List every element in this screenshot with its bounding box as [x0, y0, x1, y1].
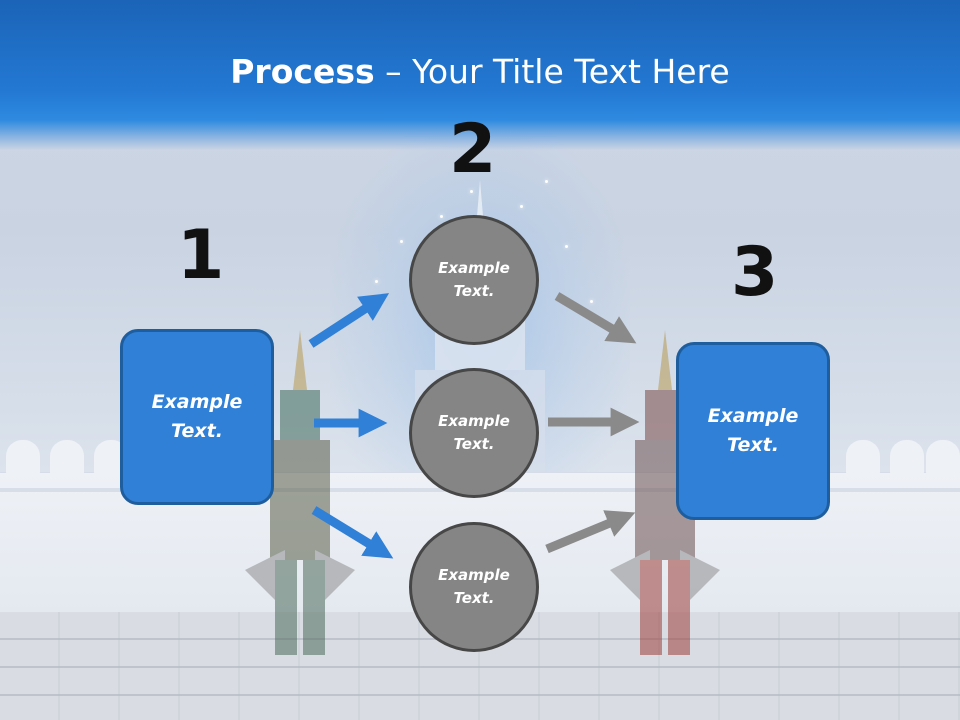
wall-battlement [890, 440, 924, 474]
guardian-statue-left [245, 330, 355, 655]
sparkle [375, 280, 378, 283]
wall-battlement [846, 440, 880, 474]
sparkle [520, 205, 523, 208]
circle-3-label: Example Text. [438, 566, 510, 607]
circle-1-label: Example Text. [438, 259, 510, 300]
right-box-label: Example Text. [707, 405, 799, 456]
left-box-label: Example Text. [151, 391, 243, 442]
wall-battlement [50, 440, 84, 474]
sparkle [590, 300, 593, 303]
title-bar [0, 0, 960, 150]
step-number-1: 1 [177, 216, 225, 295]
sparkle [565, 245, 568, 248]
left-text-box[interactable]: Example Text. [120, 329, 274, 505]
arrow-from-circle-3 [545, 510, 636, 554]
slide-title: Process – Your Title Text Here [0, 52, 960, 91]
title-bold: Process [230, 52, 375, 91]
circle-3[interactable]: Example Text. [409, 522, 539, 652]
title-rest: Your Title Text Here [412, 52, 730, 91]
circle-2[interactable]: Example Text. [409, 368, 539, 498]
arrow-to-circle-3 [311, 506, 394, 559]
wall-battlement [6, 440, 40, 474]
step-number-2: 2 [449, 110, 497, 189]
arrow-to-circle-1 [308, 293, 390, 348]
sparkle [545, 180, 548, 183]
circle-1[interactable]: Example Text. [409, 215, 539, 345]
arrow-from-circle-1 [554, 292, 637, 344]
wall-battlement [926, 440, 960, 474]
circle-2-label: Example Text. [438, 412, 510, 453]
sparkle [470, 190, 473, 193]
sparkle [400, 240, 403, 243]
step-number-3: 3 [731, 233, 779, 312]
title-separator: – [374, 52, 413, 91]
right-text-box[interactable]: Example Text. [676, 342, 830, 520]
sparkle [440, 215, 443, 218]
